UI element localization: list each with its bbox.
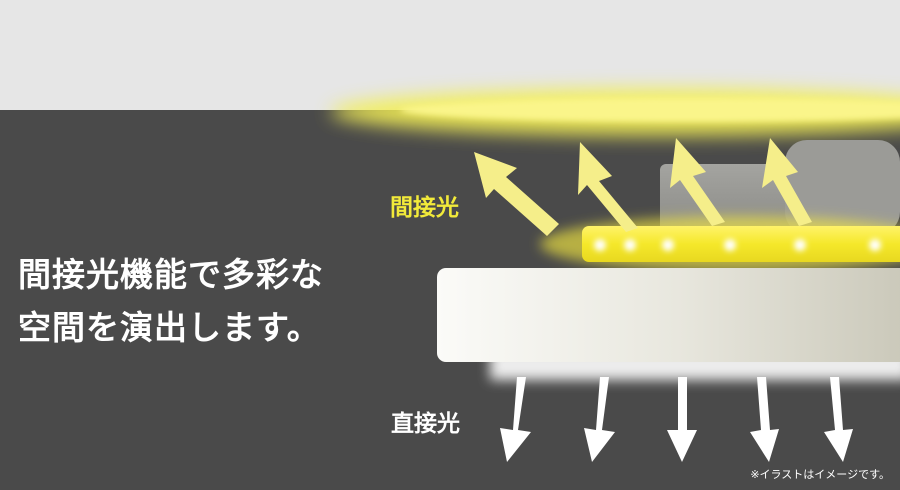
direct-arrows xyxy=(500,377,853,462)
up-arrow-icon xyxy=(762,138,812,226)
led-strip xyxy=(582,226,900,262)
led-dot xyxy=(724,239,736,251)
ceiling-glow xyxy=(330,88,900,136)
headline: 間接光機能で多彩な 空間を演出します。 xyxy=(18,248,324,354)
down-arrow-icon xyxy=(667,377,697,462)
fixture-body xyxy=(437,268,900,362)
up-arrow-icon xyxy=(578,142,638,232)
down-arrow-icon xyxy=(750,377,779,462)
indirect-light-label: 間接光 xyxy=(390,195,459,221)
headline-line-2: 空間を演出します。 xyxy=(18,308,321,347)
headline-line-1: 間接光機能で多彩な xyxy=(18,255,324,294)
indirect-arrows xyxy=(474,138,812,236)
down-arrow-icon xyxy=(500,377,531,462)
led-dot xyxy=(662,239,674,251)
up-arrow-icon xyxy=(670,138,725,226)
led-dot xyxy=(594,239,606,251)
down-arrow-icon xyxy=(584,377,615,462)
led-dot xyxy=(794,239,806,251)
led-dot xyxy=(624,239,636,251)
led-dot xyxy=(869,239,881,251)
down-arrow-icon xyxy=(824,377,853,462)
up-arrow-icon xyxy=(474,152,559,236)
direct-light-label: 直接光 xyxy=(391,411,460,437)
image-note: ※イラストはイメージです。 xyxy=(750,468,890,481)
